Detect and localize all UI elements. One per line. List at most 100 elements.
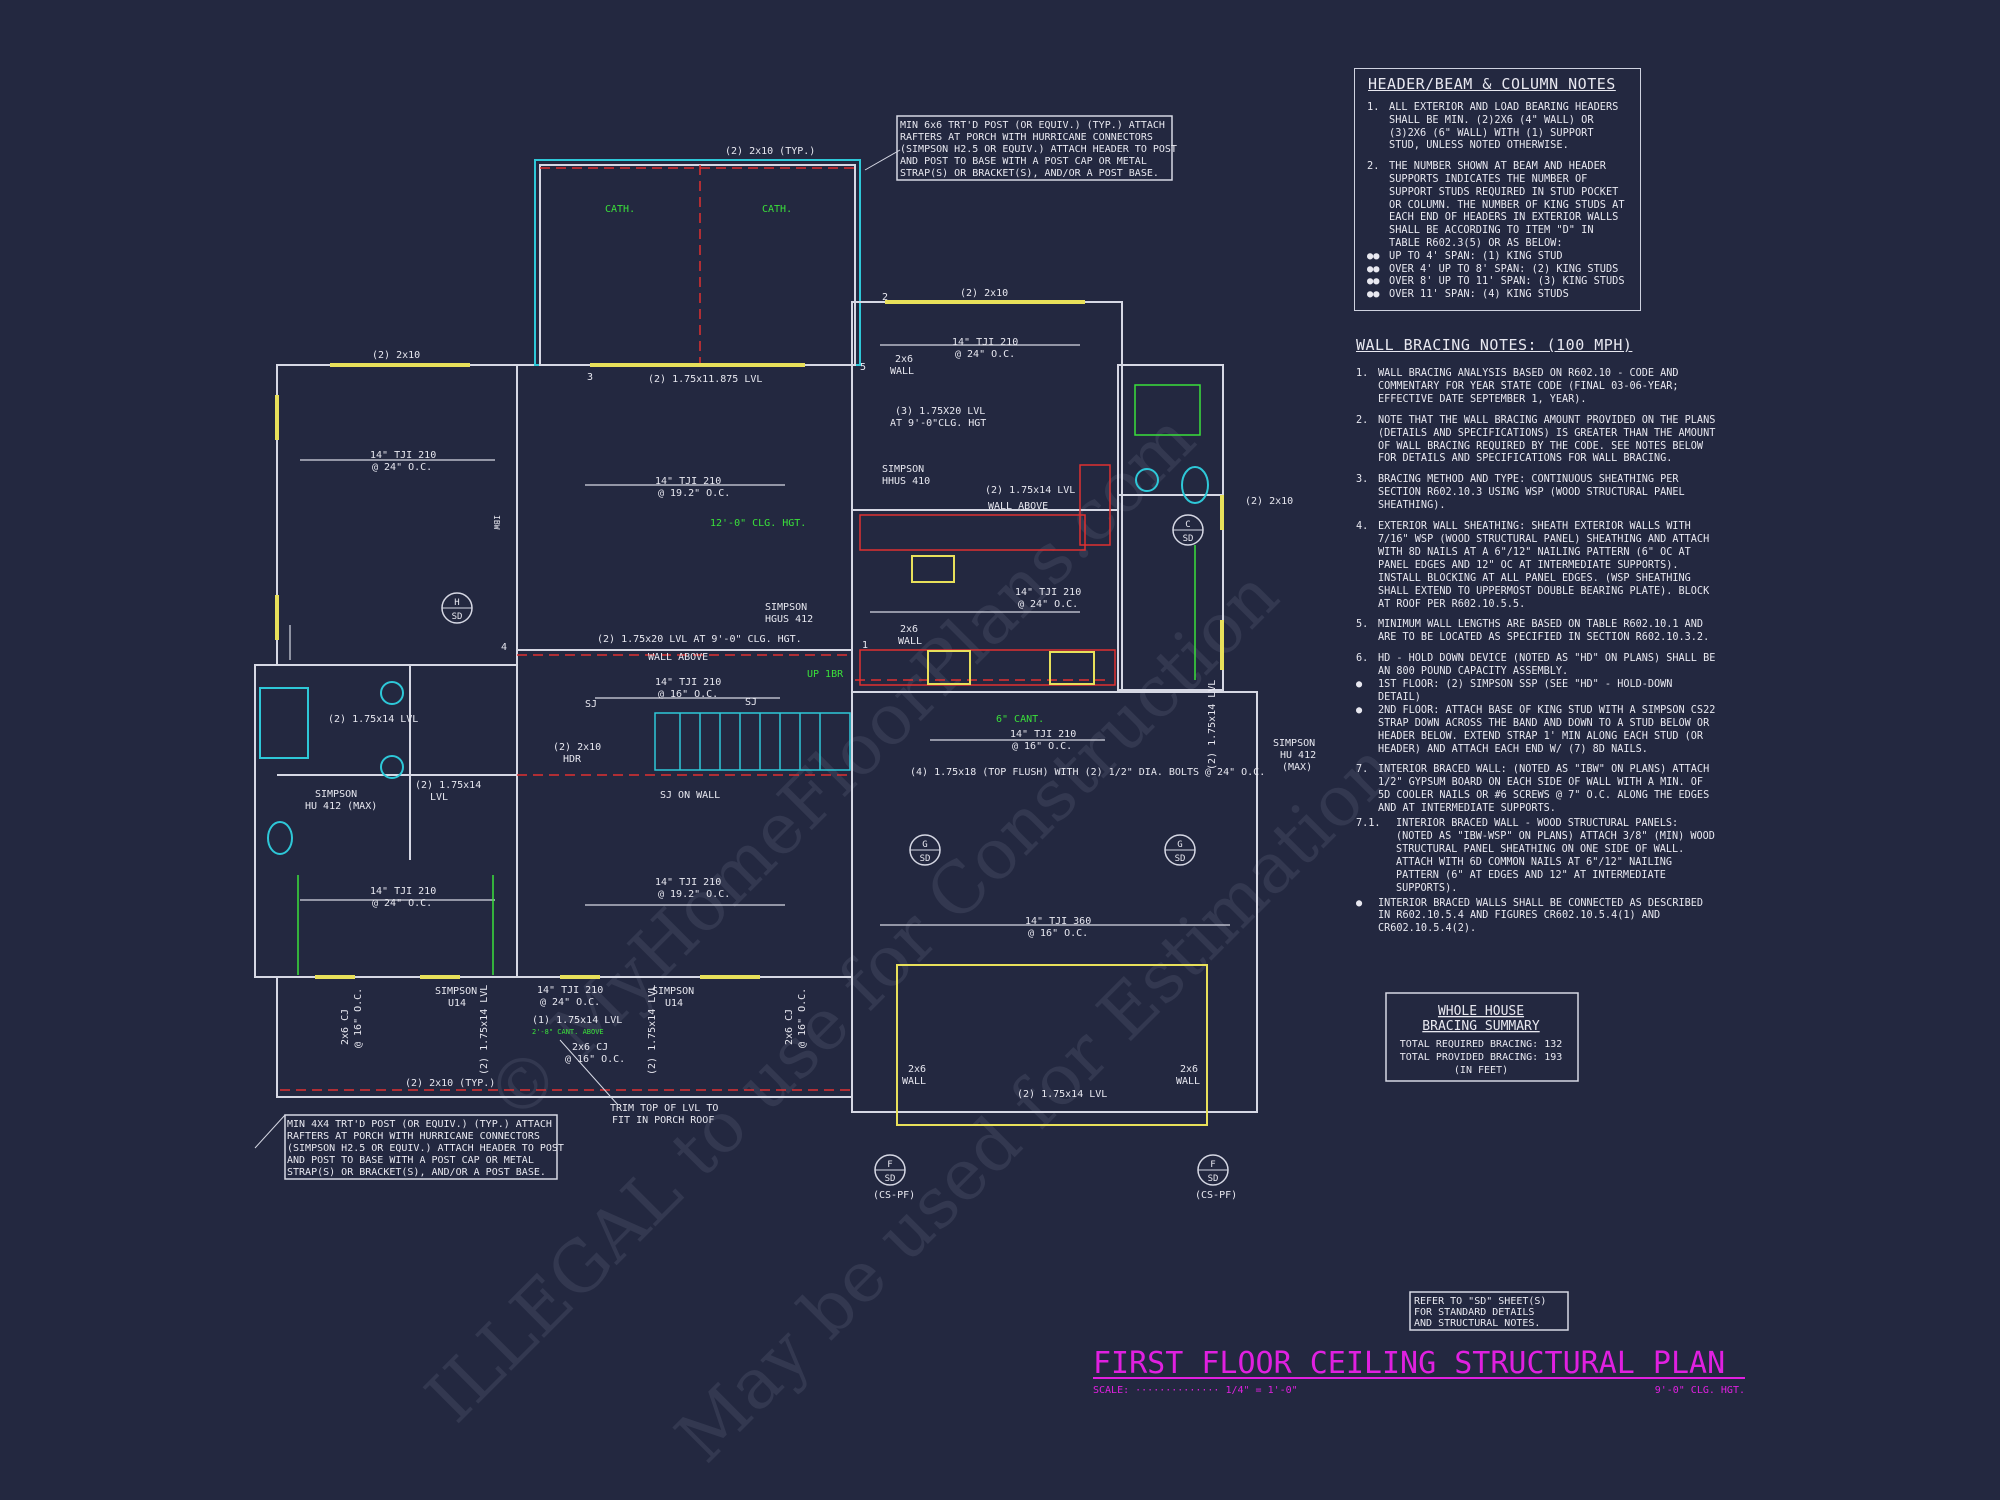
hd-bullet: ●1ST FLOOR: (2) SIMPSON SSP (SEE "HD" - … <box>1356 679 1718 705</box>
wall-bracing-note-5: 5.MINIMUM WALL LENGTHS ARE BASED ON TABL… <box>1356 619 1718 645</box>
label-simpson-hu-l: SIMPSON <box>315 789 357 800</box>
callout-trim-lvl-2: FIT IN PORCH ROOF <box>612 1115 714 1126</box>
label-tji-great-b: @ 19.2" O.C. <box>658 488 730 499</box>
bullet-icon: ● <box>1356 704 1363 716</box>
label-wall-2x6-d: 2x6 <box>1180 1064 1198 1075</box>
refer-note-box <box>1409 1291 1569 1331</box>
refer-note-1: REFER TO "SD" SHEET(S) <box>1414 1296 1546 1307</box>
label-lvl3b: AT 9'-0"CLG. HGT <box>890 418 986 429</box>
detail-tag-f1-letter: F <box>887 1160 892 1170</box>
detail-tag-c-letter: C <box>1185 520 1190 530</box>
label-cath-2: CATH. <box>762 204 792 215</box>
header-beam-notes-box: HEADER/BEAM & COLUMN NOTES 1. ALL EXTERI… <box>1354 68 1641 311</box>
callout-porch-top-1: MIN 6x6 TRT'D POST (OR EQUIV.) (TYP.) AT… <box>900 120 1165 131</box>
garage-door <box>896 964 1208 1126</box>
label-hdr-2x10-c: (2) 2x10 <box>553 742 601 753</box>
sink-icon <box>380 755 404 779</box>
wall-bracing-notes-list: 1.WALL BRACING ANALYSIS BASED ON R602.10… <box>1356 368 1718 936</box>
detail-tag-h-letter: H <box>454 598 459 608</box>
label-lvl20: (2) 1.75x20 LVL AT 9'-0" CLG. HGT. <box>597 634 802 645</box>
cooktop-icon <box>927 650 971 685</box>
label-simpson-hu-r: SIMPSON <box>1273 738 1315 749</box>
sink-icon <box>1135 468 1159 492</box>
king-stud-bullet: ●●OVER 4' UP TO 8' SPAN: (2) KING STUDS <box>1367 263 1630 276</box>
wall-kitchen <box>851 301 1123 693</box>
label-clg-hgt-12: 12'-0" CLG. HGT. <box>710 518 806 529</box>
bracing-summary-title-2: BRACING SUMMARY <box>1422 1019 1540 1034</box>
bullet-text: INTERIOR BRACED WALLS SHALL BE CONNECTED… <box>1378 897 1704 935</box>
label-tji-left-1: 14" TJI 210 <box>370 450 436 461</box>
wall-garage <box>851 691 1258 1113</box>
label-cs-pf-2: (CS-PF) <box>1195 1190 1237 1201</box>
detail-tag-h-sheet: SD <box>452 612 463 622</box>
label-tji-great: 14" TJI 210 <box>655 476 721 487</box>
header-beam-notes-title: HEADER/BEAM & COLUMN NOTES <box>1368 75 1616 93</box>
wall-bracing-note-2: 2.NOTE THAT THE WALL BRACING AMOUNT PROV… <box>1356 415 1718 467</box>
plan-scale: SCALE: ·············· 1/4" = 1'-0" <box>1093 1385 1298 1396</box>
plan-title: FIRST FLOOR CEILING STRUCTURAL PLAN <box>1093 1346 1725 1381</box>
header-beam-notes-list: 1. ALL EXTERIOR AND LOAD BEARING HEADERS… <box>1367 101 1630 301</box>
label-wall-2x6-c2: WALL <box>902 1076 926 1087</box>
label-simpson-u14a2: U14 <box>448 998 466 1009</box>
detail-tag-f2-sheet: SD <box>1208 1174 1219 1184</box>
label-up-br: UP 1BR <box>807 669 844 680</box>
label-simpson-hgus-b: HGUS 412 <box>765 614 813 625</box>
label-tji-garage-1b: @ 24" O.C. <box>955 349 1015 360</box>
label-cant-6: 6" CANT. <box>996 714 1044 725</box>
label-lvl-left-bath: (2) 1.75x14 LVL <box>328 714 418 725</box>
note-text: EXTERIOR WALL SHEATHING: SHEATH EXTERIOR… <box>1378 521 1710 610</box>
bullet-icon: ●● <box>1367 275 1380 288</box>
king-stud-bullet: ●●UP TO 4' SPAN: (1) KING STUD <box>1367 250 1630 263</box>
bullet-icon: ● <box>1356 679 1363 691</box>
label-lvl-porch-c: (1) 1.75x14 LVL <box>532 1015 622 1026</box>
sink-icon <box>380 681 404 705</box>
label-tji-dining-b: @ 19.2" O.C. <box>658 889 730 900</box>
note-number: 2. <box>1367 160 1380 173</box>
label-lvl-vert-right: (2) 1.75x14 LVL <box>1207 680 1218 770</box>
wall-bracing-note-6: 6.HD - HOLD DOWN DEVICE (NOTED AS "HD" O… <box>1356 653 1718 679</box>
label-wall-2x6-a2: WALL <box>890 366 914 377</box>
label-ibw: IBW <box>492 515 501 530</box>
label-n2: 2 <box>882 292 888 303</box>
label-tji-porch-c: 14" TJI 210 <box>537 985 603 996</box>
callout-porch-bottom-1: MIN 4X4 TRT'D POST (OR EQUIV.) (TYP.) AT… <box>287 1119 552 1130</box>
label-tji-right-16b: @ 16" O.C. <box>1012 741 1072 752</box>
bracing-summary-provided: TOTAL PROVIDED BRACING: 193 <box>1400 1052 1563 1063</box>
note-text: THE NUMBER SHOWN AT BEAM AND HEADER SUPP… <box>1389 160 1625 249</box>
label-lvl-left-b: (2) 1.75x14 <box>415 780 481 791</box>
kitchen-counter <box>859 464 1116 686</box>
label-wall-2x6-a: 2x6 <box>895 354 913 365</box>
label-cj-center: 2x6 CJ <box>572 1042 608 1053</box>
king-stud-bullet: ●●OVER 11' SPAN: (4) KING STUDS <box>1367 288 1630 301</box>
callout-box-porch-top <box>896 115 1173 181</box>
refer-note-3: AND STRUCTURAL NOTES. <box>1414 1318 1540 1329</box>
label-lvl-vert-a: (2) 1.75x14 LVL <box>479 985 490 1075</box>
note-number: 7.1. <box>1356 818 1381 830</box>
detail-tag-f1-sheet: SD <box>885 1174 896 1184</box>
note-text: ALL EXTERIOR AND LOAD BEARING HEADERS SH… <box>1389 101 1619 152</box>
callout-box-porch-bottom <box>284 1114 558 1180</box>
wall-bracing-notes: WALL BRACING NOTES: (100 MPH) 1.WALL BRA… <box>1356 336 1718 936</box>
bullet-icon: ● <box>1356 897 1363 909</box>
label-tji-stair-b: @ 16" O.C. <box>658 689 718 700</box>
label-tji-porch-cb: @ 24" O.C. <box>540 997 600 1008</box>
label-hdr-porch-top: (2) 2x10 (TYP.) <box>725 146 815 157</box>
label-tji-right-16: 14" TJI 210 <box>1010 729 1076 740</box>
label-wall-above-1: WALL ABOVE <box>988 501 1048 512</box>
detail-tag-f2-letter: F <box>1210 1160 1215 1170</box>
wall-left-bath <box>254 664 518 978</box>
label-wall-2x6-b: 2x6 <box>900 624 918 635</box>
label-cath-1: CATH. <box>605 204 635 215</box>
plan-ceiling-height: 9'-0" CLG. HGT. <box>1655 1385 1745 1396</box>
note-number: 6. <box>1356 653 1369 665</box>
label-wall-above-2: WALL ABOVE <box>648 652 708 663</box>
wall-porch-top-inner <box>539 164 856 366</box>
label-cant-above: 2'-8" CANT. ABOVE <box>532 1028 604 1036</box>
detail-tag-g1-letter: G <box>922 840 927 850</box>
label-simpson-hgus: SIMPSON <box>765 602 807 613</box>
ibw-bullet: ● INTERIOR BRACED WALLS SHALL BE CONNECTE… <box>1356 898 1718 937</box>
wall-bracing-note-3: 3.BRACING METHOD AND TYPE: CONTINUOUS SH… <box>1356 474 1718 513</box>
label-hdr-porch-bottom: (2) 2x10 (TYP.) <box>405 1078 495 1089</box>
label-lvl-garage: (2) 1.75x14 LVL <box>1017 1089 1107 1100</box>
stair <box>654 712 851 771</box>
